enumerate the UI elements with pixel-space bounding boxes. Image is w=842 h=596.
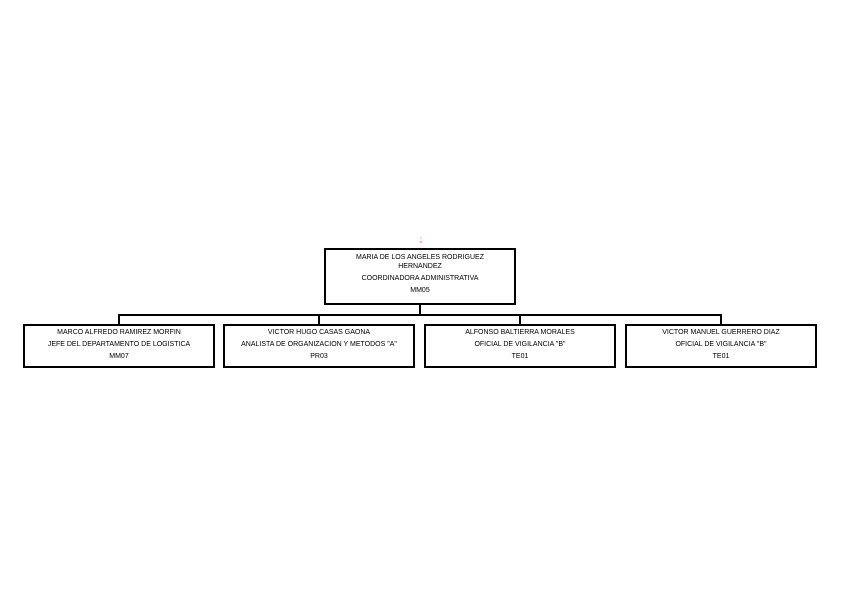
node-code: PR03: [310, 353, 328, 360]
node-code: MM07: [109, 353, 129, 360]
node-name: VICTOR HUGO CASAS GAONA: [267, 329, 371, 336]
org-node-oficial-vigilancia-2: VICTOR MANUEL GUERRERO DIAZ OFICIAL DE V…: [625, 324, 817, 368]
connector-child-2: [318, 314, 320, 325]
node-name: MARCO ALFREDO RAMIREZ MORFIN: [57, 329, 181, 336]
node-role: ANALISTA DE ORGANIZACION Y METODOS "A": [241, 341, 397, 348]
connector-horizontal-bar: [118, 314, 722, 316]
node-code: TE01: [712, 353, 730, 360]
node-name: MARIA DE LOS ANGELES RODRIGUEZ HERNANDEZ: [356, 254, 484, 270]
node-code: TE01: [511, 353, 529, 360]
node-role: JEFE DEL DEPARTAMENTO DE LOGISTICA: [47, 341, 191, 348]
connector-child-1: [118, 314, 120, 325]
watermark-mark: □ ♦◊: [419, 236, 423, 244]
node-name: ALFONSO BALTIERRA MORALES: [465, 329, 575, 336]
node-code: MM05: [410, 287, 430, 294]
connector-root-down: [419, 305, 421, 315]
node-name: VICTOR MANUEL GUERRERO DIAZ: [662, 329, 780, 336]
node-role: OFICIAL DE VIGILANCIA "B": [474, 341, 566, 348]
connector-child-3: [519, 314, 521, 325]
org-node-oficial-vigilancia-1: ALFONSO BALTIERRA MORALES OFICIAL DE VIG…: [424, 324, 616, 368]
org-node-analista: VICTOR HUGO CASAS GAONA ANALISTA DE ORGA…: [223, 324, 415, 368]
connector-child-4: [720, 314, 722, 325]
node-role: OFICIAL DE VIGILANCIA "B": [675, 341, 767, 348]
org-node-coordinadora: MARIA DE LOS ANGELES RODRIGUEZ HERNANDEZ…: [324, 248, 516, 305]
org-node-jefe-logistica: MARCO ALFREDO RAMIREZ MORFIN JEFE DEL DE…: [23, 324, 215, 368]
node-role: COORDINADORA ADMINISTRATIVA: [361, 275, 479, 282]
